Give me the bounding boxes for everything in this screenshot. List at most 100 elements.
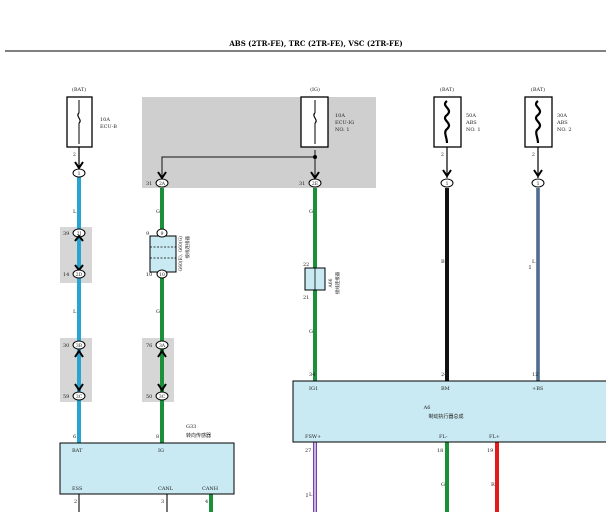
pin-label: FL- bbox=[439, 434, 448, 440]
fuse-name: ECU-IG bbox=[335, 120, 354, 126]
connector-name: 接线连接器 bbox=[334, 271, 341, 294]
wire-color-label: B bbox=[441, 259, 445, 265]
junction-label: 9 bbox=[161, 231, 164, 237]
brake-actuator-a6 bbox=[292, 380, 606, 443]
junction-oval bbox=[308, 178, 322, 188]
junction-label: 1 bbox=[446, 181, 449, 187]
pin-label: +BS bbox=[532, 386, 544, 392]
fuse-source: (BAT) bbox=[440, 86, 454, 93]
pin-number: 21 bbox=[303, 295, 309, 301]
junction-label: 2A bbox=[159, 181, 166, 187]
fuse-icon bbox=[534, 100, 542, 144]
pin-number: 34 bbox=[309, 372, 315, 378]
wire-ig-bus bbox=[161, 156, 315, 176]
splice-dot bbox=[313, 155, 317, 159]
fuse-name: ABS bbox=[465, 120, 477, 126]
wire-color-label: L bbox=[532, 259, 536, 265]
pin-number: 30 bbox=[63, 343, 69, 349]
junction-label: 1 bbox=[78, 171, 81, 177]
pin-number: 9 bbox=[146, 231, 149, 237]
pin-number: 31 bbox=[146, 181, 152, 187]
pin-number: 12 bbox=[532, 372, 538, 378]
pin-number: 18 bbox=[437, 448, 443, 454]
steering-sensor-g33 bbox=[59, 442, 235, 495]
pin-label: BM bbox=[441, 386, 450, 392]
pin-label: CANL bbox=[158, 486, 174, 492]
wire-color-label: G bbox=[309, 209, 313, 215]
pin-label: BAT bbox=[72, 448, 83, 454]
junction-oval bbox=[72, 168, 86, 178]
junction-oval bbox=[155, 178, 169, 188]
arrow-down-icon bbox=[157, 383, 167, 392]
component-name: 转向传感器 bbox=[186, 432, 211, 439]
pin-number: 24 bbox=[441, 372, 447, 378]
component-code: G33 bbox=[186, 424, 196, 430]
arrow-up-icon bbox=[157, 349, 167, 358]
shield-marker: ɪ bbox=[306, 492, 308, 499]
component-code: A6 bbox=[423, 405, 431, 411]
junction-oval bbox=[72, 391, 86, 401]
pin-label: ESS bbox=[72, 486, 83, 492]
pin-number: 59 bbox=[63, 394, 69, 400]
pin-number: 8 bbox=[156, 434, 159, 440]
junction-label: 2J bbox=[77, 231, 82, 237]
pin-number: 31 bbox=[299, 181, 305, 187]
junction-oval bbox=[72, 269, 86, 279]
fuse-name: ABS bbox=[556, 120, 568, 126]
fuse-pin: 2 bbox=[441, 152, 444, 158]
wire-color-label: G bbox=[156, 209, 160, 215]
component-name: 制动执行器总成 bbox=[428, 413, 463, 420]
arrow-down-icon bbox=[74, 161, 84, 170]
junction-oval bbox=[440, 178, 454, 188]
pin-number: 3 bbox=[161, 499, 164, 505]
pin-number: 14 bbox=[63, 272, 69, 278]
pin-label: IG bbox=[158, 448, 164, 454]
fuse-icon bbox=[443, 100, 451, 144]
fuse-source: (BAT) bbox=[72, 86, 86, 93]
arrow-down-icon bbox=[442, 169, 452, 178]
junction-oval bbox=[72, 340, 86, 350]
arrow-up-icon bbox=[74, 349, 84, 358]
junction-label: 2E bbox=[312, 181, 318, 187]
wire-color-label: R bbox=[491, 482, 495, 488]
junction-label: 1 bbox=[537, 181, 540, 187]
diagram-title: ABS (2TR-FE), TRC (2TR-FE), VSC (2TR-FE) bbox=[228, 39, 402, 48]
junction-label: 3C bbox=[76, 394, 83, 400]
arrow-up-icon bbox=[74, 234, 84, 242]
junction-oval bbox=[156, 269, 168, 279]
pin-label: CANH bbox=[202, 486, 219, 492]
pin-number: 10 bbox=[146, 272, 152, 278]
pin-number: 6 bbox=[73, 434, 76, 440]
pin-number: 4 bbox=[205, 499, 208, 505]
pin-number: 27 bbox=[305, 448, 311, 454]
connector-code: G60(E), G60(G) bbox=[177, 236, 184, 272]
fuse-rating: 10A bbox=[335, 113, 345, 119]
junction-oval bbox=[531, 178, 545, 188]
pin-number: 76 bbox=[146, 343, 152, 349]
junction-label: 3A bbox=[159, 343, 166, 349]
fuse-pin: 2 bbox=[532, 152, 535, 158]
fuse-rating: 30A bbox=[557, 113, 567, 119]
fuse-name-2: NO. 1 bbox=[466, 127, 481, 133]
arrow-down-icon bbox=[157, 171, 167, 180]
junction-oval bbox=[155, 391, 169, 401]
fuse-icon bbox=[77, 112, 81, 124]
shield-marker: ɪ bbox=[529, 264, 531, 271]
fuse-source: (IG) bbox=[310, 86, 320, 93]
fuse-source: (BAT) bbox=[531, 86, 545, 93]
arrow-down-icon bbox=[310, 171, 320, 180]
pin-label: FL+ bbox=[489, 434, 500, 440]
wire-color-label: G bbox=[309, 329, 313, 335]
pin-number: 39 bbox=[63, 231, 69, 237]
wire-color-label: G bbox=[441, 482, 445, 488]
wire-color-label: L bbox=[73, 209, 77, 215]
pin-number: 2 bbox=[74, 499, 77, 505]
fuse-rating: 50A bbox=[466, 113, 476, 119]
junction-oval bbox=[155, 340, 169, 350]
pin-number: 19 bbox=[487, 448, 493, 454]
arrow-down-icon bbox=[533, 169, 543, 178]
fuse-rating: 10A bbox=[100, 117, 110, 123]
pin-number: 50 bbox=[146, 394, 152, 400]
